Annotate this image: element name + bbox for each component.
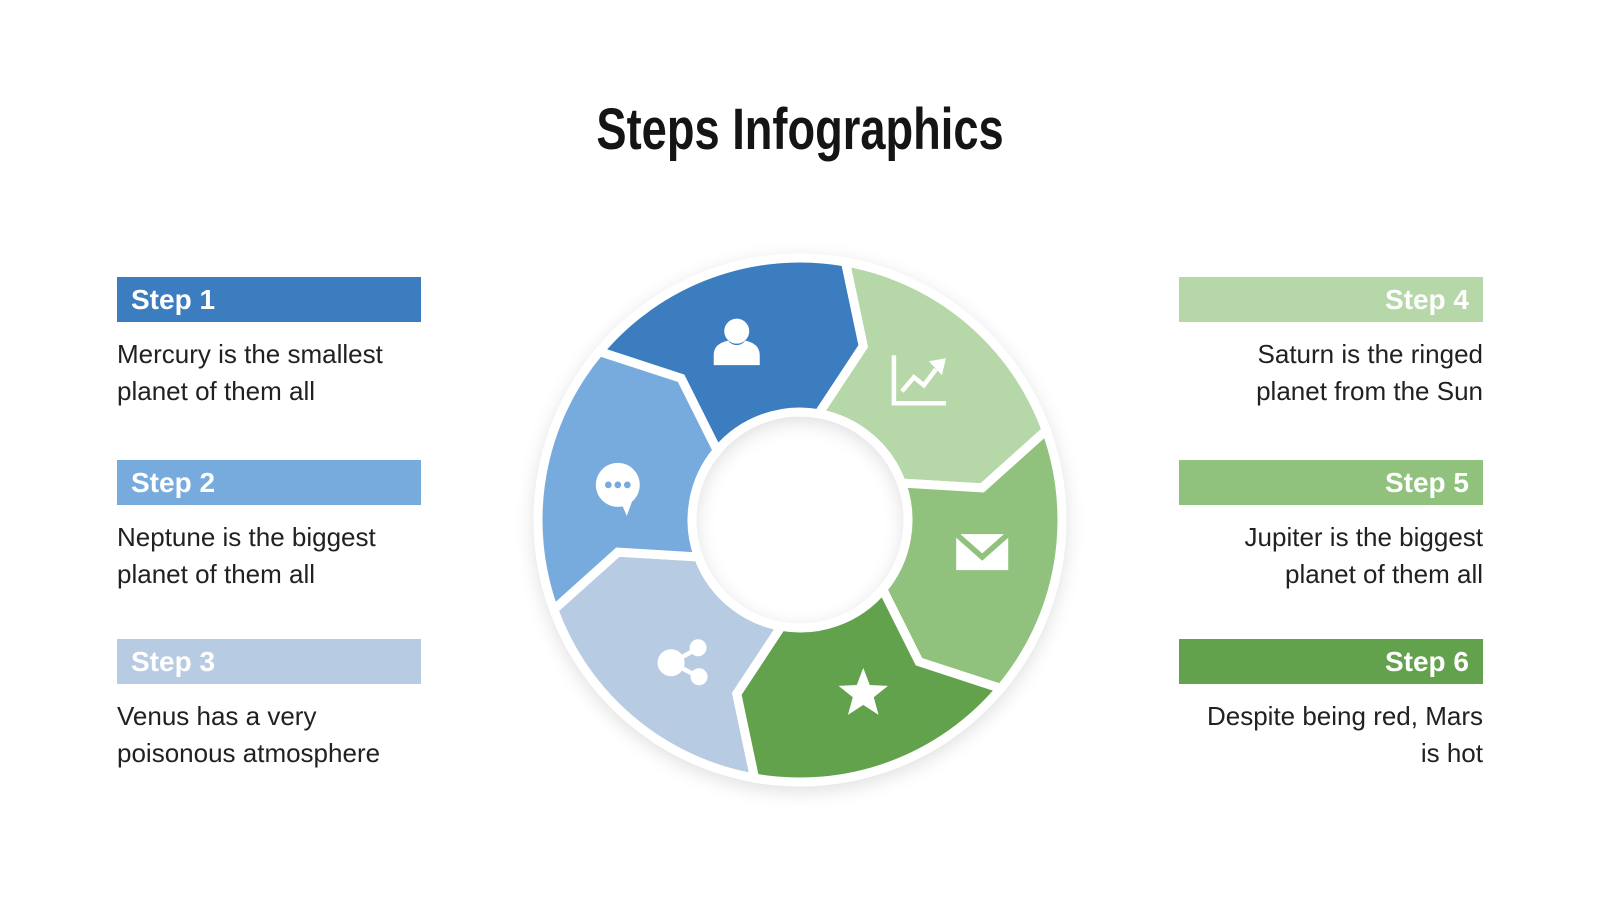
step-1-description: Mercury is the smallest planet of them a…	[117, 336, 421, 410]
step-3-header: Step 3	[117, 639, 421, 684]
step-6-line-1: Despite being red, Mars	[1206, 701, 1483, 731]
share-icon	[657, 639, 708, 686]
envelope-icon	[954, 532, 1011, 571]
step-6-header: Step 6	[1179, 639, 1483, 684]
step-2-block: Step 2 Neptune is the biggest planet of …	[117, 460, 421, 593]
step-1-line-1: Mercury is the smallest	[117, 339, 383, 369]
step-2-line-1: Neptune is the biggest	[117, 522, 376, 552]
star-icon	[838, 667, 888, 715]
step-4-line-1: Saturn is the ringed	[1257, 339, 1483, 369]
step-6-line-2: is hot	[1420, 738, 1483, 768]
step-2-line-2: planet of them all	[117, 559, 316, 589]
step-5-description: Jupiter is the biggest planet of them al…	[1179, 519, 1483, 593]
page-title: Steps Infographics	[596, 97, 1004, 162]
step-2-description: Neptune is the biggest planet of them al…	[117, 519, 421, 593]
step-5-line-1: Jupiter is the biggest	[1244, 522, 1483, 552]
step-5-header: Step 5	[1179, 460, 1483, 505]
step-6-description: Despite being red, Mars is hot	[1179, 698, 1483, 772]
user-icon	[713, 318, 760, 366]
step-1-header: Step 1	[117, 277, 421, 322]
step-4-block: Step 4 Saturn is the ringed planet from …	[1179, 277, 1483, 410]
step-4-header: Step 4	[1179, 277, 1483, 322]
title-bar: Steps Infographics	[0, 96, 1600, 163]
chat-icon	[595, 462, 640, 516]
step-3-line-2: poisonous atmosphere	[117, 738, 381, 768]
growth-chart-icon	[891, 355, 946, 406]
step-2-header: Step 2	[117, 460, 421, 505]
step-5-block: Step 5 Jupiter is the biggest planet of …	[1179, 460, 1483, 593]
step-4-description: Saturn is the ringed planet from the Sun	[1179, 336, 1483, 410]
step-4-line-2: planet from the Sun	[1256, 376, 1483, 406]
step-1-line-2: planet of them all	[117, 376, 316, 406]
step-3-description: Venus has a very poisonous atmosphere	[117, 698, 421, 772]
step-1-block: Step 1 Mercury is the smallest planet of…	[117, 277, 421, 410]
step-5-line-2: planet of them all	[1284, 559, 1483, 589]
cycle-diagram	[533, 253, 1067, 787]
step-3-line-1: Venus has a very	[117, 701, 317, 731]
step-3-block: Step 3 Venus has a very poisonous atmosp…	[117, 639, 421, 772]
step-6-block: Step 6 Despite being red, Mars is hot	[1179, 639, 1483, 772]
